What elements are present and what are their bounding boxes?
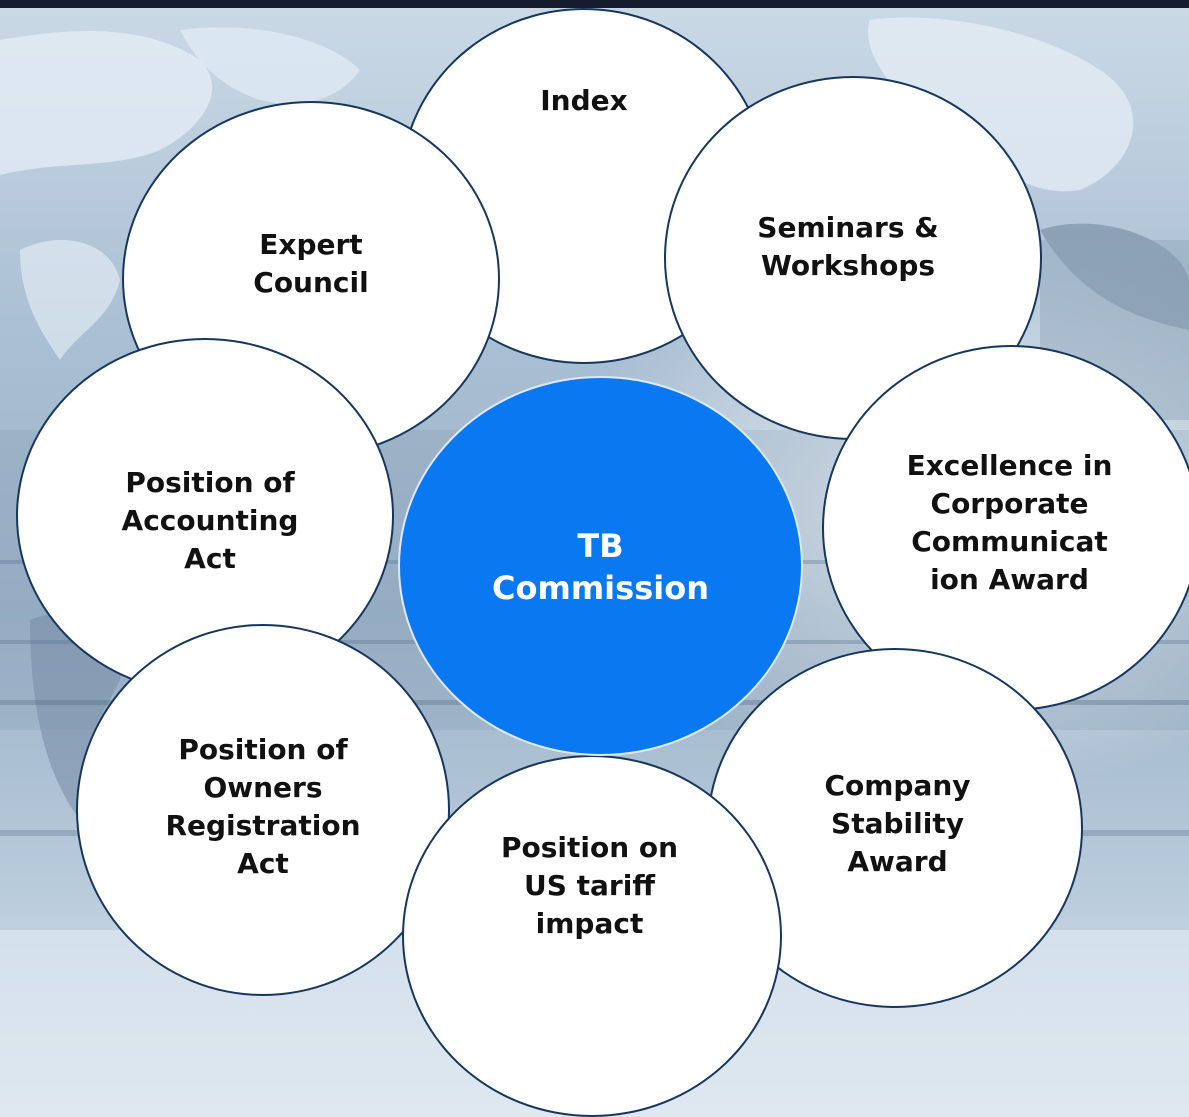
center-node-label: TB Commission: [492, 527, 709, 607]
node-index-label: Index: [540, 84, 628, 117]
node-owners-registration-label: Position of Owners Registration Act: [165, 733, 361, 880]
node-company-stability-label: Company Stability Award: [824, 769, 971, 878]
node-excellence-award-label: Excellence in Corporate Communicat ion A…: [906, 449, 1113, 596]
center-node-tb-commission: TB Commission: [398, 376, 803, 756]
node-accounting-act-label: Position of Accounting Act: [121, 466, 299, 575]
node-expert-council-label: Expert Council: [253, 228, 369, 299]
top-bar: [0, 0, 1189, 8]
node-us-tariff-label: Position on US tariff impact: [500, 831, 679, 940]
node-owners-registration: Position of Owners Registration Act: [76, 624, 450, 996]
node-seminars-workshops-label: Seminars & Workshops: [757, 211, 939, 282]
node-us-tariff: Position on US tariff impact: [402, 755, 782, 1117]
